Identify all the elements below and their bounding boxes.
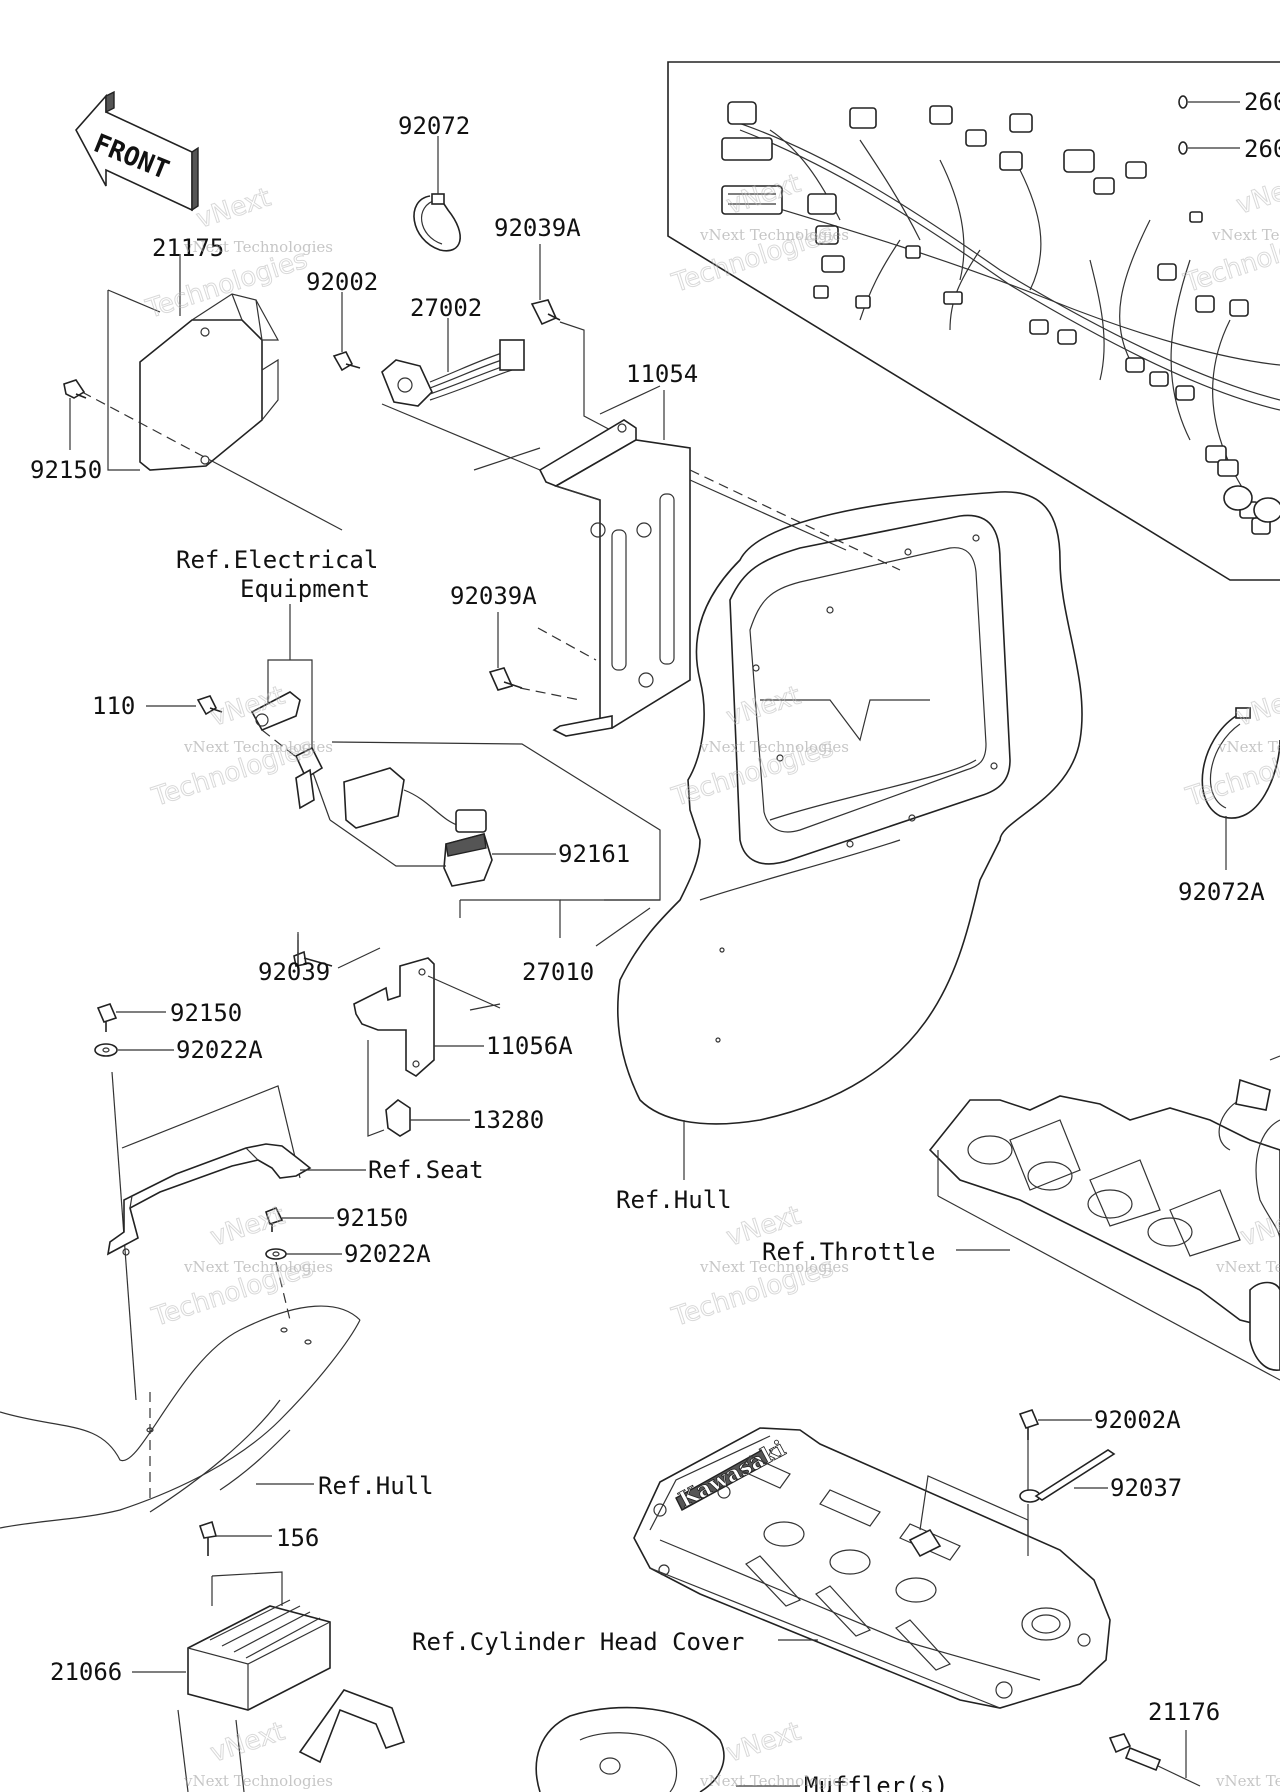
- part-label-21175: 21175: [152, 234, 224, 262]
- part-label-11056A: 11056A: [486, 1032, 573, 1060]
- part-92039A-bolt-top: [530, 244, 619, 435]
- part-92150-bolt-left: [63, 379, 87, 450]
- svg-text:vNext: vNext: [723, 1717, 805, 1769]
- part-92150-bolt-a: [96, 1003, 166, 1032]
- part-92002-bolt: [332, 292, 361, 372]
- part-92072A-cable-tie: [1201, 707, 1280, 870]
- part-label-92022A-a: 92022A: [176, 1036, 263, 1064]
- part-label-13280: 13280: [472, 1106, 544, 1134]
- svg-text:vNext: vNext: [1233, 169, 1280, 221]
- part-label-92150-left: 92150: [30, 456, 102, 484]
- part-label-21176: 21176: [1148, 1698, 1220, 1726]
- part-260-clips: 260 260: [1178, 88, 1280, 163]
- part-label-92002: 92002: [306, 268, 378, 296]
- svg-text:vNext Technologies: vNext Technologies: [1215, 1772, 1280, 1790]
- watermark-lower-center: vNext Technologies vNext Technologies: [667, 1200, 849, 1333]
- svg-text:vNext Technologies: vNext Technologies: [1211, 226, 1280, 244]
- svg-text:vNext: vNext: [1233, 681, 1280, 733]
- watermark-bottom-center: vNext Technologies vNext: [699, 1716, 849, 1790]
- svg-text:vNext Technologies: vNext Technologies: [699, 226, 849, 244]
- part-label-92039: 92039: [258, 958, 330, 986]
- ref-hull-label-lower: Ref.Hull: [318, 1472, 434, 1500]
- ref-throttle-body: [928, 1055, 1280, 1381]
- part-label-11054: 11054: [626, 360, 698, 388]
- svg-text:vNext Technologies: vNext Technologies: [183, 1258, 333, 1276]
- part-27002-sensor: [381, 318, 541, 471]
- part-label-110: 110: [92, 692, 135, 720]
- watermark-lower-left: vNext Technologies vNext Technologies: [147, 1200, 333, 1333]
- part-label-156: 156: [276, 1524, 319, 1552]
- svg-text:vNext Technologies: vNext Technologies: [183, 1772, 333, 1790]
- ref-electrical-line1: Ref.Electrical: [176, 546, 378, 574]
- part-label-260-b: 260: [1244, 135, 1280, 163]
- part-label-92072: 92072: [398, 112, 470, 140]
- part-92150-bolt-b: [265, 1206, 334, 1232]
- ref-muffler: [535, 1706, 800, 1792]
- part-21176-sensor: [1108, 1730, 1201, 1787]
- part-92039-pin: [293, 932, 381, 969]
- part-11054-bracket: [473, 385, 901, 737]
- watermark-bottom-right: vNext Technologies: [1215, 1772, 1280, 1790]
- part-label-92039A-mid: 92039A: [450, 582, 537, 610]
- part-label-92039A-top: 92039A: [494, 214, 581, 242]
- ref-seat-bracket: [106, 1085, 366, 1256]
- svg-text:vNext Technologies: vNext Technologies: [1215, 1258, 1280, 1276]
- wiring-harness-panel: [667, 61, 1280, 581]
- svg-text:vNext Technologies: vNext Technologies: [183, 738, 333, 756]
- part-27010-leader: [460, 899, 660, 947]
- part-label-92150-a: 92150: [170, 999, 242, 1027]
- ref-seat-label: Ref.Seat: [368, 1156, 484, 1184]
- ref-cylinder-head-cover: Kawasaki: [633, 1427, 1111, 1709]
- part-label-27002: 27002: [410, 294, 482, 322]
- part-92002A-bolt: [1018, 1409, 1092, 1496]
- svg-text:vNext Technologies: vNext Technologies: [699, 1772, 849, 1790]
- front-arrow-icon: FRONT: [75, 90, 199, 212]
- part-label-260-a: 260: [1244, 88, 1280, 116]
- svg-text:vNext: vNext: [207, 1717, 289, 1769]
- part-156-bolt: [198, 1520, 272, 1556]
- ref-hull-lower-left: [0, 1305, 361, 1529]
- part-label-92150-b: 92150: [336, 1204, 408, 1232]
- part-92022A-washer-b: [265, 1248, 342, 1321]
- part-11056A-bracket: [353, 957, 501, 1077]
- part-label-92072A: 92072A: [1178, 878, 1265, 906]
- part-label-92037: 92037: [1110, 1474, 1182, 1502]
- watermark-top-right: vNext Technologies vNext Technologies: [1179, 168, 1280, 299]
- part-27010-relay-assembly: [250, 691, 661, 918]
- part-92072-cable-tie: [413, 136, 461, 252]
- svg-text:vNext Technologies: vNext Technologies: [699, 1258, 849, 1276]
- part-13280-clamp: [367, 1040, 470, 1137]
- ref-cylinder-label: Ref.Cylinder Head Cover: [412, 1628, 744, 1656]
- part-21175-module: [81, 254, 343, 531]
- ref-hull-center: [616, 491, 1083, 1180]
- svg-text:vNext Technologies: vNext Technologies: [183, 238, 333, 256]
- part-label-92022A-b: 92022A: [344, 1240, 431, 1268]
- part-label-27010: 27010: [522, 958, 594, 986]
- part-92039A-bolt-mid: [488, 612, 597, 701]
- svg-text:vNext: vNext: [207, 1201, 289, 1253]
- ref-hull-label-center: Ref.Hull: [616, 1186, 732, 1214]
- ref-electrical-callout-lines: [267, 604, 331, 821]
- watermark-top-center: vNext Technologies vNext Technologies: [667, 168, 849, 299]
- svg-text:vNext Technologies: vNext Technologies: [1217, 738, 1280, 756]
- part-21066-regulator: [132, 1571, 406, 1792]
- svg-text:vNext: vNext: [193, 183, 275, 235]
- svg-text:vNext: vNext: [723, 681, 805, 733]
- muffler-label: Muffler(s): [804, 1772, 949, 1792]
- part-label-92161: 92161: [558, 840, 630, 868]
- part-label-21066: 21066: [50, 1658, 122, 1686]
- part-label-92002A: 92002A: [1094, 1406, 1181, 1434]
- ref-electrical-line2: Equipment: [240, 575, 370, 603]
- part-110-bolt: [146, 695, 223, 716]
- ref-throttle-label: Ref.Throttle: [762, 1238, 935, 1266]
- svg-text:vNext Technologies: vNext Technologies: [699, 738, 849, 756]
